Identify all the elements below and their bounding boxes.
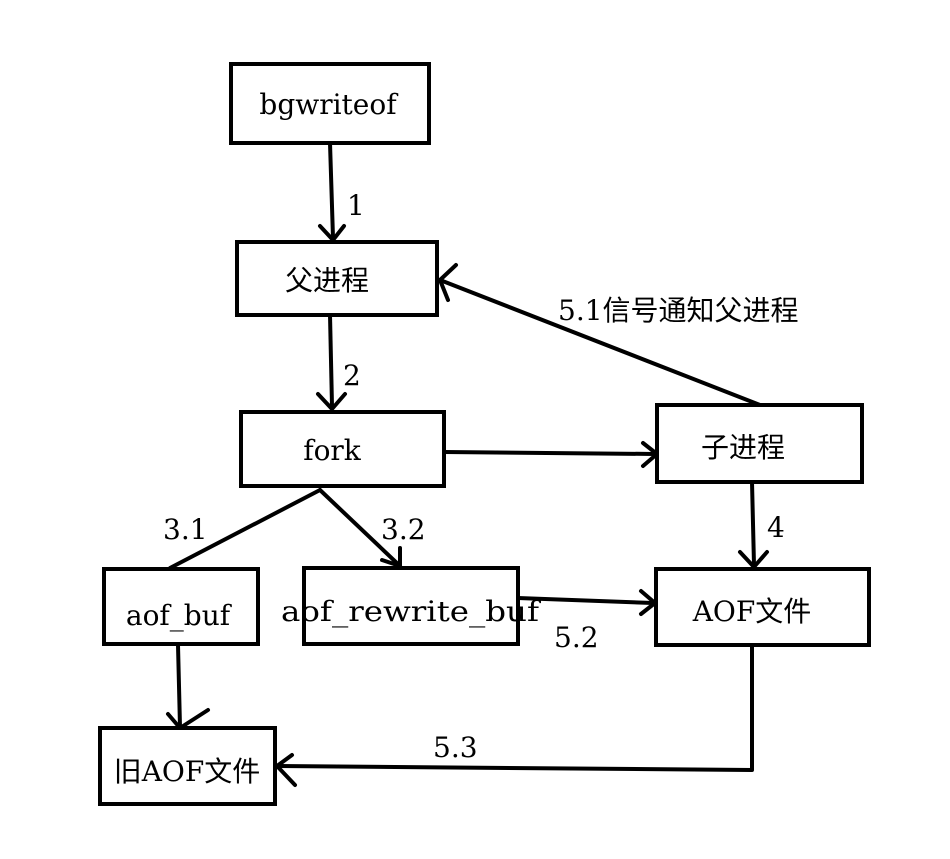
edge-label-step-2: 2 (343, 359, 361, 392)
edge-label-step-5-1: 5.1信号通知父进程 (558, 294, 799, 327)
edge-label-step-3-2: 3.2 (381, 513, 426, 546)
edge-parent-to-fork (316, 313, 347, 411)
node-aof-file-label: AOF文件 (692, 595, 812, 628)
node-aof-rewrite-buf: aof_rewrite_buf (281, 566, 542, 646)
node-child-process-label: 子进程 (701, 431, 785, 464)
node-old-aof-file: 旧AOF文件 (98, 726, 277, 806)
edge-child-to-aof-file (738, 480, 769, 569)
edge-fork-to-aof-buf (168, 488, 322, 570)
node-old-aof-file-label: 旧AOF文件 (114, 755, 261, 788)
edge-label-step-4: 4 (767, 511, 785, 544)
node-bgwriteof-label: bgwriteof (259, 88, 399, 121)
edge-label-step-5-3: 5.3 (433, 731, 478, 764)
edge-aof-buf-to-old-aof-file (166, 643, 210, 730)
node-fork-label: fork (303, 434, 362, 467)
node-aof-buf-label: aof_buf (126, 599, 233, 632)
node-aof-file: AOF文件 (654, 567, 871, 647)
edge-aof-file-to-old-aof-file (275, 643, 754, 787)
node-child-process: 子进程 (655, 403, 864, 484)
node-parent-process-label: 父进程 (285, 264, 369, 297)
node-bgwriteof: bgwriteof (229, 62, 431, 145)
edge-label-step-3-1: 3.1 (163, 513, 208, 546)
edge-bgwriteof-to-parent (318, 141, 346, 242)
node-fork: fork (239, 410, 446, 488)
edge-fork-to-child (442, 441, 659, 468)
edge-label-step-5-2: 5.2 (554, 621, 599, 654)
node-aof-buf: aof_buf (102, 567, 260, 646)
node-aof-rewrite-buf-label: aof_rewrite_buf (281, 595, 542, 628)
edge-label-step-1: 1 (347, 189, 365, 222)
node-parent-process: 父进程 (235, 240, 439, 317)
edge-child-to-parent (438, 263, 762, 407)
